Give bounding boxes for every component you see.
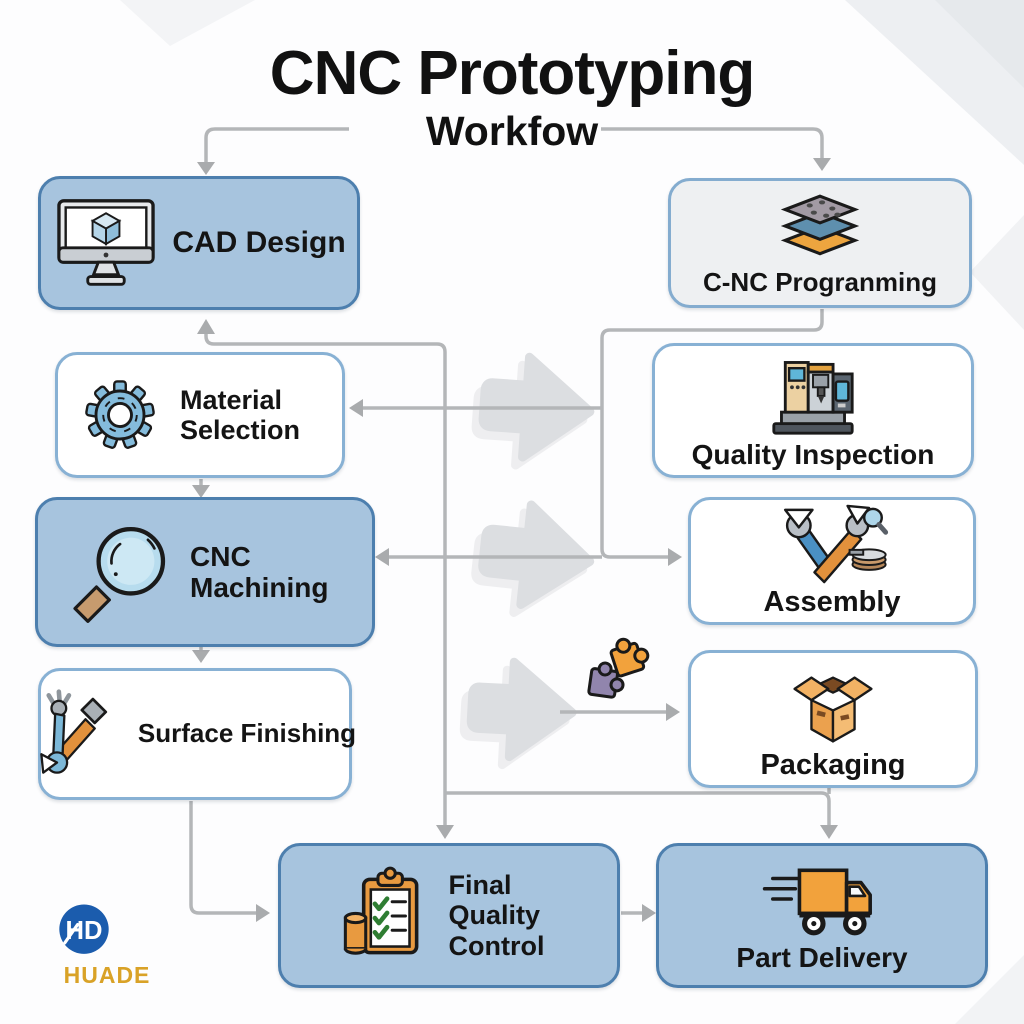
gear-icon — [72, 367, 168, 463]
stage-label: Quality Inspection — [691, 438, 935, 470]
stage-label: Surface Finishing — [137, 718, 357, 749]
stage-label: Packaging — [760, 748, 906, 781]
puzzle-pieces-icon — [580, 634, 660, 714]
background-facets — [120, 0, 1024, 1024]
stage-packaging: Packaging — [688, 650, 978, 788]
hammer-wrench-icon — [34, 688, 126, 780]
stage-surface-finishing: Surface Finishing — [38, 668, 356, 800]
stage-label: Part Delivery — [736, 941, 908, 973]
connector-arrowheads — [192, 158, 838, 922]
stage-material-selection: Material Selection — [55, 352, 345, 478]
brand-name: HUADE — [63, 962, 151, 988]
stage-cnc-programming: C-NC Progranming — [668, 178, 972, 308]
stage-part-delivery: Part Delivery — [656, 843, 988, 988]
stage-assembly: Assembly — [688, 497, 976, 625]
block-arrow-right-icon — [459, 352, 595, 770]
stage-label: CNC Machining — [190, 540, 329, 603]
stage-final-quality-control: Final Quality Control — [278, 843, 620, 988]
page-title: CNC Prototyping — [269, 39, 755, 108]
brand-logo: HD HUADE — [52, 902, 162, 989]
stage-cad-design: CAD Design — [38, 176, 360, 310]
checklist-clipboard-icon — [325, 865, 437, 967]
stage-label: CAD Design — [172, 226, 346, 260]
connector-lines — [189, 127, 831, 915]
stage-label: C-NC Progranming — [703, 267, 937, 298]
stage-label: Assembly — [763, 585, 901, 618]
layer-stack-icon — [768, 188, 872, 266]
delivery-truck-icon — [760, 858, 884, 940]
stage-cnc-machining: CNC Machining — [35, 497, 375, 647]
cnc-machine-icon — [758, 351, 868, 437]
stage-quality-inspection: Quality Inspection — [652, 343, 974, 478]
magnifier-icon — [60, 518, 178, 626]
hd-monogram-icon: HD — [59, 904, 109, 954]
page-subtitle: Workfow — [425, 108, 599, 154]
stage-label: Final Quality Control — [448, 870, 545, 961]
stage-label: Material Selection — [180, 384, 301, 445]
monitor-cad-icon — [52, 195, 160, 291]
crossed-wrenches-icon — [773, 504, 891, 584]
open-box-icon — [785, 657, 881, 747]
